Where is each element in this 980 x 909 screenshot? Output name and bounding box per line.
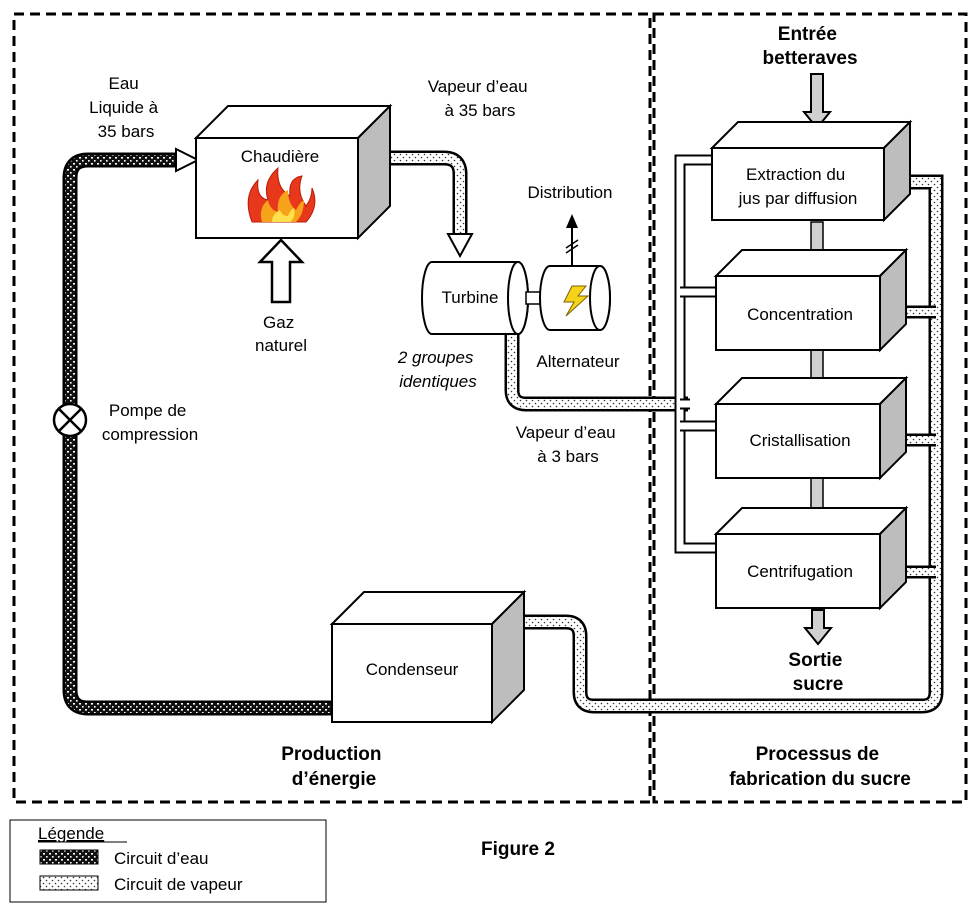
beet-input-label: Entrée betteraves bbox=[762, 24, 857, 69]
sugar-output-arrow bbox=[802, 609, 834, 646]
centrifugation-box bbox=[713, 505, 909, 611]
condenser-label: Condenseur bbox=[366, 660, 459, 679]
crystallisation-box bbox=[713, 375, 909, 481]
extraction-label: Extraction du jus par diffusion bbox=[738, 165, 858, 208]
zone-processus bbox=[652, 12, 968, 804]
legend-title: Légende bbox=[38, 824, 104, 843]
steam-arrow-head bbox=[446, 233, 474, 259]
pump-label: Pompe de compression bbox=[102, 401, 198, 444]
turbine-label: Turbine bbox=[441, 288, 498, 307]
process-zone-label: Processus de fabrication du sucre bbox=[729, 744, 911, 790]
liquid-water-label: Eau Liquide à 35 bars bbox=[89, 74, 163, 141]
gas-label: Gaz naturel bbox=[255, 313, 307, 355]
crystallisation-label: Cristallisation bbox=[749, 431, 850, 450]
flame-icon bbox=[247, 166, 316, 223]
legend-steam-swatch bbox=[39, 875, 99, 891]
turbine-cylinder bbox=[421, 261, 529, 335]
condenser-box bbox=[329, 589, 527, 725]
distribution-label: Distribution bbox=[527, 183, 612, 202]
extraction-box bbox=[709, 119, 913, 223]
legend-steam-label: Circuit de vapeur bbox=[114, 875, 243, 894]
beet-input-arrow bbox=[801, 73, 833, 130]
water-arrow-head bbox=[175, 147, 201, 173]
groups-label: 2 groupes identiques bbox=[397, 348, 478, 391]
sugar-output-label: Sortie sucre bbox=[788, 650, 847, 695]
concentration-box bbox=[713, 247, 909, 353]
legend-water-swatch bbox=[39, 849, 99, 865]
lightning-icon bbox=[563, 285, 590, 317]
legend-water-label: Circuit d’eau bbox=[114, 849, 209, 868]
steam-35-label: Vapeur d’eau à 35 bars bbox=[428, 77, 533, 120]
gas-arrow bbox=[257, 238, 305, 304]
pump-icon bbox=[52, 402, 88, 438]
figure-caption: Figure 2 bbox=[481, 839, 555, 860]
concentration-label: Concentration bbox=[747, 305, 853, 324]
centrifugation-label: Centrifugation bbox=[747, 562, 853, 581]
production-zone-label: Production d’énergie bbox=[281, 744, 387, 790]
alternator-label: Alternateur bbox=[536, 352, 619, 371]
boiler-label: Chaudière bbox=[241, 147, 319, 166]
distribution-arrow bbox=[565, 214, 579, 266]
steam-3-label: Vapeur d’eau à 3 bars bbox=[516, 423, 621, 466]
